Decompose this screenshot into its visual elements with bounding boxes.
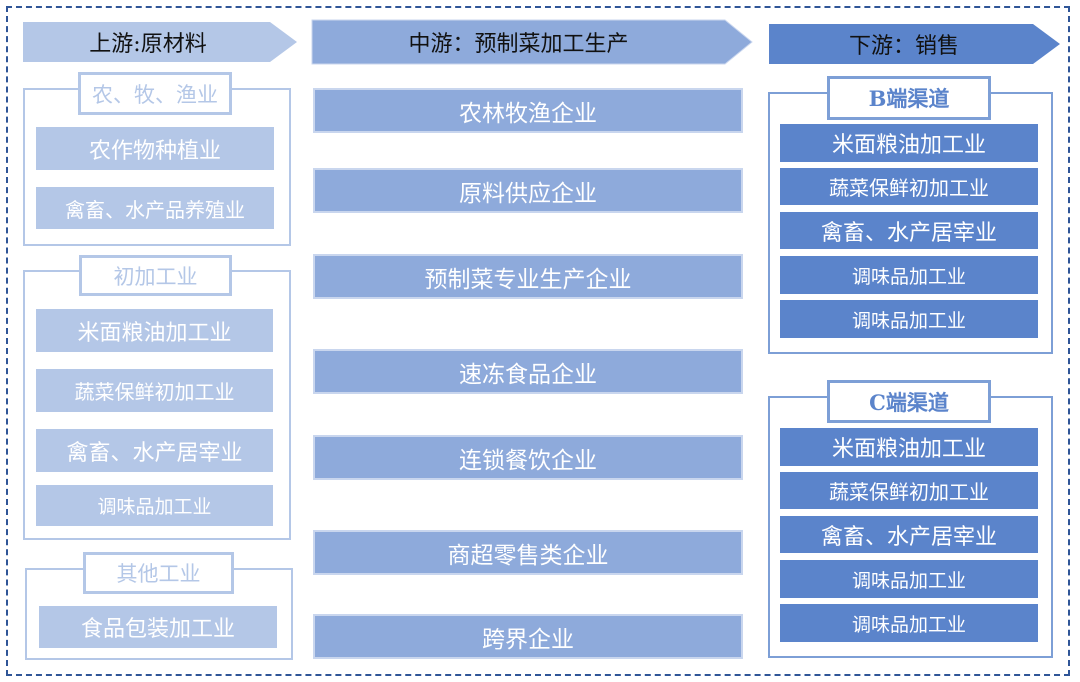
downstream-item: 蔬菜保鲜初加工业	[780, 472, 1038, 509]
downstream-group-c-label: C端渠道	[827, 380, 991, 423]
downstream-item: 调味品加工业	[780, 560, 1038, 598]
outer-dashed-border	[6, 6, 1070, 676]
downstream-item: 调味品加工业	[780, 300, 1038, 338]
downstream-item: 蔬菜保鲜初加工业	[780, 168, 1038, 205]
midstream-item: 跨界企业	[313, 614, 743, 659]
upstream-arrow-shape	[23, 22, 297, 62]
upstream-item: 蔬菜保鲜初加工业	[36, 369, 273, 412]
downstream-item: 米面粮油加工业	[780, 428, 1038, 466]
midstream-arrow-shape	[311, 19, 753, 65]
midstream-item: 预制菜专业生产企业	[313, 254, 743, 299]
upstream-item: 调味品加工业	[36, 485, 273, 526]
upstream-item: 农作物种植业	[36, 127, 274, 170]
downstream-item: 禽畜、水产居宰业	[780, 212, 1038, 249]
downstream-header: 下游：销售	[848, 34, 959, 59]
upstream-item: 食品包装加工业	[39, 606, 277, 648]
midstream-item: 农林牧渔企业	[313, 88, 743, 133]
downstream-item: 米面粮油加工业	[780, 124, 1038, 162]
upstream-group-2-label: 初加工业	[79, 255, 232, 296]
midstream-item: 商超零售类企业	[313, 530, 743, 575]
midstream-item: 原料供应企业	[313, 168, 743, 213]
upstream-group-3-label: 其他工业	[83, 552, 234, 594]
midstream-header: 中游：预制菜加工生产	[408, 32, 629, 57]
downstream-arrow-shape	[769, 24, 1060, 64]
upstream-header: 上游:原材料	[89, 32, 207, 57]
upstream-group-1-label: 农、牧、渔业	[78, 72, 232, 115]
upstream-item: 禽畜、水产居宰业	[36, 429, 273, 472]
downstream-item: 调味品加工业	[780, 256, 1038, 294]
downstream-item: 调味品加工业	[780, 604, 1038, 642]
upstream-item: 米面粮油加工业	[36, 309, 273, 352]
midstream-item: 速冻食品企业	[313, 349, 743, 394]
downstream-item: 禽畜、水产居宰业	[780, 516, 1038, 553]
downstream-group-b-label: B端渠道	[827, 76, 991, 120]
midstream-item: 连锁餐饮企业	[313, 435, 743, 480]
upstream-item: 禽畜、水产品养殖业	[36, 187, 274, 229]
